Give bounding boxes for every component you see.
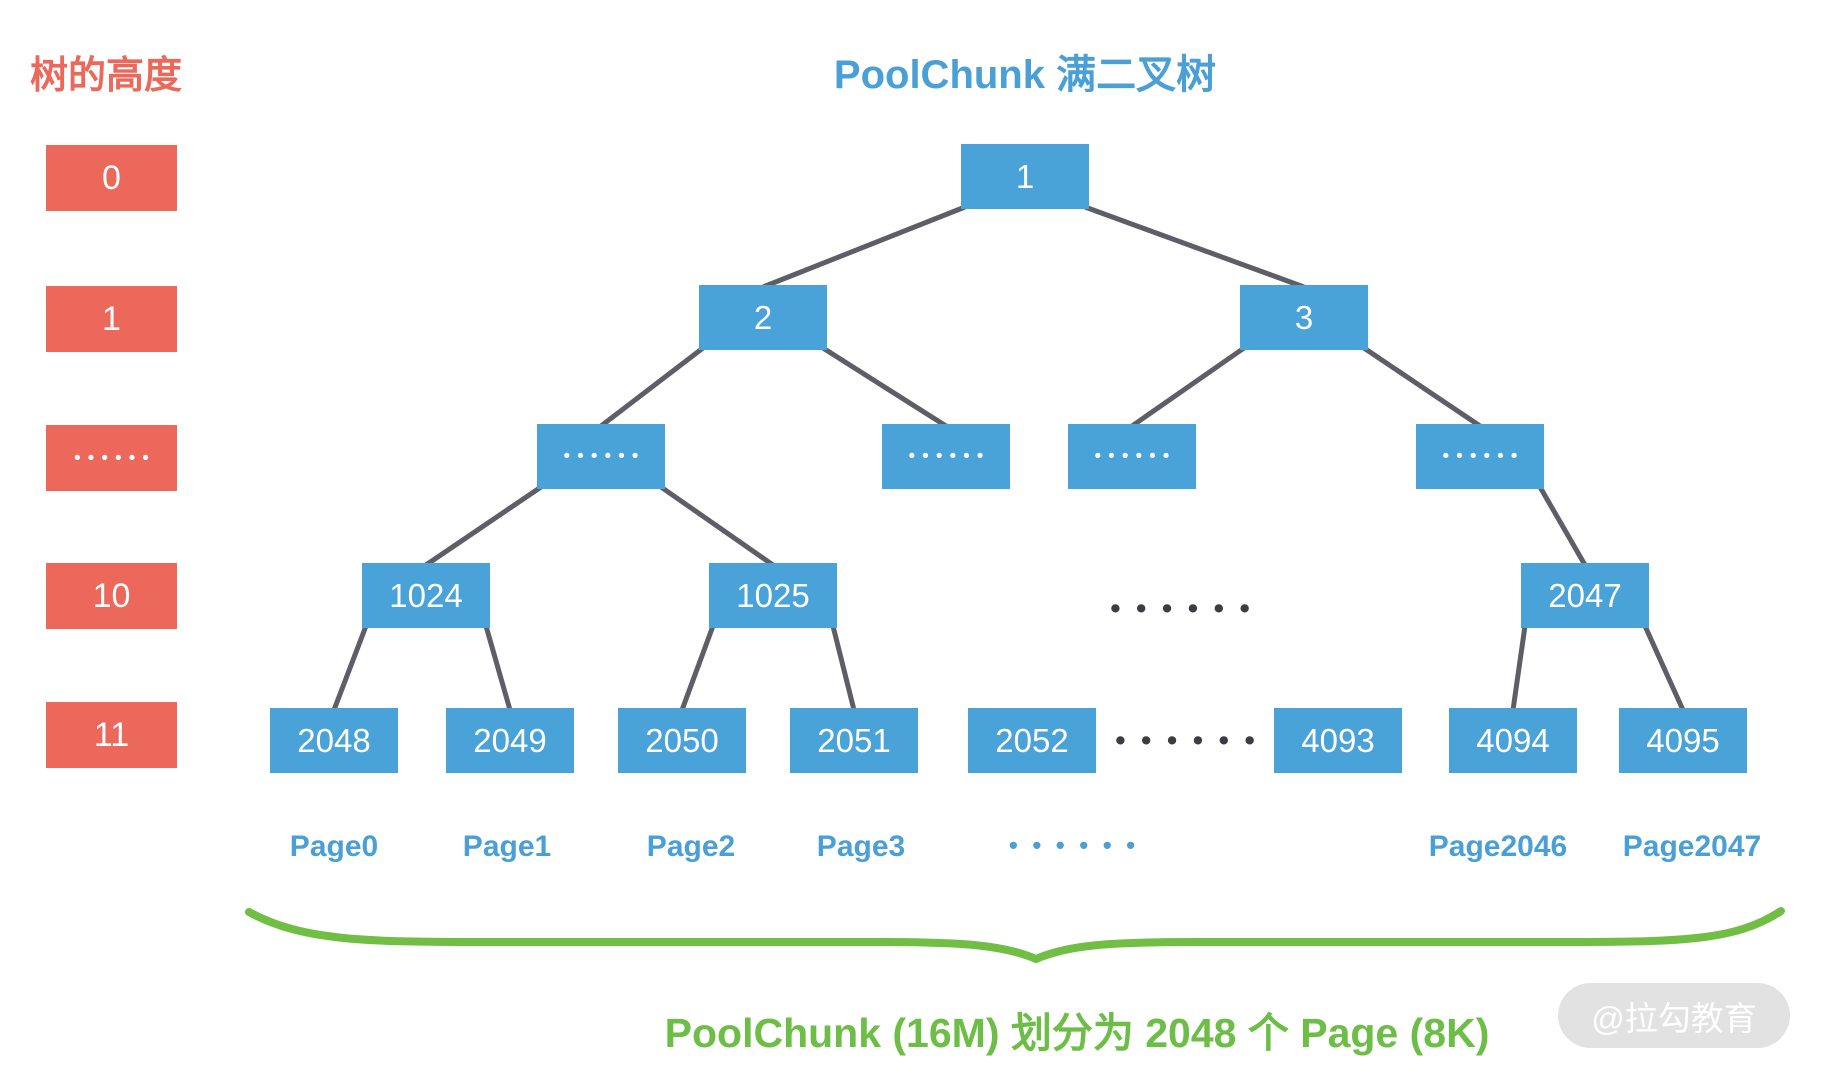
edge-n1-n2 (762, 204, 966, 290)
ellipsis-level11-gap: •••••• (1114, 722, 1271, 758)
height-box-2: •••••• (46, 425, 177, 491)
tree-node-4093: 4093 (1274, 708, 1402, 773)
ellipsis-label: •••••• (563, 446, 646, 467)
edge-n3-nC (1130, 345, 1246, 429)
page-label-Page2: Page2 (646, 830, 736, 863)
tree-node-1: 1 (961, 144, 1089, 209)
caption-text: PoolChunk (16M) 划分为 2048 个 Page (8K) (664, 1010, 1490, 1056)
edge-n1024-n2049 (483, 625, 513, 711)
tree-node-ellipsis-nB: •••••• (882, 424, 1010, 489)
tree-node-2048: 2048 (270, 708, 398, 773)
edge-nD-n2047 (1537, 485, 1588, 567)
edge-nA-n1025 (659, 484, 775, 568)
edge-n2-nA (599, 346, 705, 428)
ellipsis-label: •••••• (908, 446, 991, 467)
height-box-1: 1 (46, 286, 177, 352)
edge-n2047-n4094 (1510, 625, 1528, 711)
height-box-3: 10 (46, 563, 177, 629)
tree-height-axis-title: 树的高度 (30, 55, 183, 97)
page-label-Page2047: Page2047 (1622, 830, 1762, 863)
tree-node-2: 2 (699, 285, 827, 350)
edge-n2047-n4095 (1642, 624, 1686, 712)
edge-nA-n1024 (424, 484, 543, 568)
ellipsis-level10-gap: •••••• (1109, 590, 1266, 626)
page-label-Page3: Page3 (816, 830, 906, 863)
tree-node-2049: 2049 (446, 708, 574, 773)
edge-n3-nD (1362, 345, 1482, 429)
page-label-Page1: Page1 (462, 830, 552, 863)
ellipsis-label: •••••• (1094, 446, 1177, 467)
tree-node-ellipsis-nA: •••••• (537, 424, 665, 489)
tree-node-4094: 4094 (1449, 708, 1577, 773)
tree-node-2051: 2051 (790, 708, 918, 773)
ellipsis-label: •••••• (1442, 446, 1525, 467)
ellipsis-page-gap: •••••• (1008, 830, 1150, 861)
edge-n2-nB (821, 345, 948, 429)
edge-n1025-n2051 (830, 625, 857, 711)
tree-node-2050: 2050 (618, 708, 746, 773)
tree-node-ellipsis-nC: •••••• (1068, 424, 1196, 489)
page-label-Page0: Page0 (289, 830, 379, 863)
tree-node-2052: 2052 (968, 708, 1096, 773)
ellipsis-label: •••••• (74, 447, 156, 469)
tree-node-ellipsis-nD: •••••• (1416, 424, 1544, 489)
height-box-0: 0 (46, 145, 177, 211)
edge-n1025-n2050 (679, 625, 716, 711)
tree-node-2047: 2047 (1521, 563, 1649, 628)
tree-node-3: 3 (1240, 285, 1368, 350)
edge-n1024-n2048 (331, 625, 369, 711)
watermark-text: @拉勾教育 (1591, 999, 1757, 1037)
height-box-4: 11 (46, 702, 177, 768)
edge-n1-n3 (1084, 204, 1305, 290)
tree-node-4095: 4095 (1619, 708, 1747, 773)
tree-node-1024: 1024 (362, 563, 490, 628)
tree-node-1025: 1025 (709, 563, 837, 628)
watermark-badge: @拉勾教育 (1558, 983, 1790, 1048)
page-title: PoolChunk 满二叉树 (833, 53, 1217, 97)
brace-icon (245, 907, 1785, 964)
page-label-Page2046: Page2046 (1428, 830, 1568, 863)
tree-edges (331, 204, 1686, 712)
